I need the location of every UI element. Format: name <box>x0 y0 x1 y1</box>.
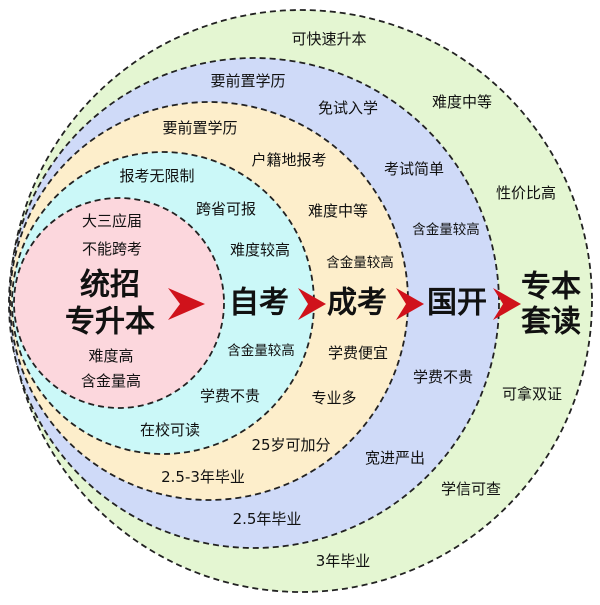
note: 含金量较高 <box>412 221 480 238</box>
note: 学信可查 <box>441 480 501 498</box>
ring-tongzhao <box>13 197 225 409</box>
note: 学费不贵 <box>413 368 473 386</box>
title-tongzhao-line2: 专升本 <box>65 305 155 340</box>
note: 难度较高 <box>230 241 290 259</box>
note: 大三应届 <box>82 212 142 230</box>
arrow-right-icon <box>298 288 326 320</box>
note: 可拿双证 <box>502 385 562 403</box>
note: 在校可读 <box>140 421 200 439</box>
note: 户籍地报考 <box>251 151 326 169</box>
note: 专业多 <box>311 389 356 407</box>
title-zhuanben-line2: 套读 <box>521 305 581 340</box>
note: 3年毕业 <box>316 552 371 570</box>
note: 2.5-3年毕业 <box>161 468 245 486</box>
arrow-right-icon <box>396 288 424 320</box>
note: 性价比高 <box>496 184 556 202</box>
note: 免试入学 <box>318 99 378 117</box>
note: 要前置学历 <box>210 72 285 90</box>
note: 难度中等 <box>308 202 368 220</box>
note: 难度高 <box>88 347 133 365</box>
arrow-right-icon <box>168 288 205 320</box>
note: 含金量较高 <box>227 342 295 359</box>
title-tongzhao-line1: 统招 <box>80 268 140 303</box>
arrow-right-icon <box>493 288 521 320</box>
note: 不能跨考 <box>82 240 142 258</box>
note: 25岁可加分 <box>251 436 330 454</box>
note: 要前置学历 <box>162 119 237 137</box>
note: 学费便宜 <box>328 344 388 362</box>
note: 考试简单 <box>384 160 444 178</box>
note: 报考无限制 <box>119 167 194 185</box>
note: 含金量较高 <box>326 254 394 271</box>
note: 2.5年毕业 <box>233 510 302 528</box>
note: 跨省可报 <box>196 200 256 218</box>
title-chengkao: 成考 <box>327 286 387 321</box>
note: 难度中等 <box>432 93 492 111</box>
note: 宽进严出 <box>365 449 425 467</box>
title-guokai: 国开 <box>427 286 487 321</box>
title-zhuanben-line1: 专本 <box>521 270 581 305</box>
note: 含金量高 <box>81 372 141 390</box>
note: 学费不贵 <box>200 387 260 405</box>
title-zikao: 自考 <box>229 286 289 321</box>
note: 可快速升本 <box>291 30 366 48</box>
